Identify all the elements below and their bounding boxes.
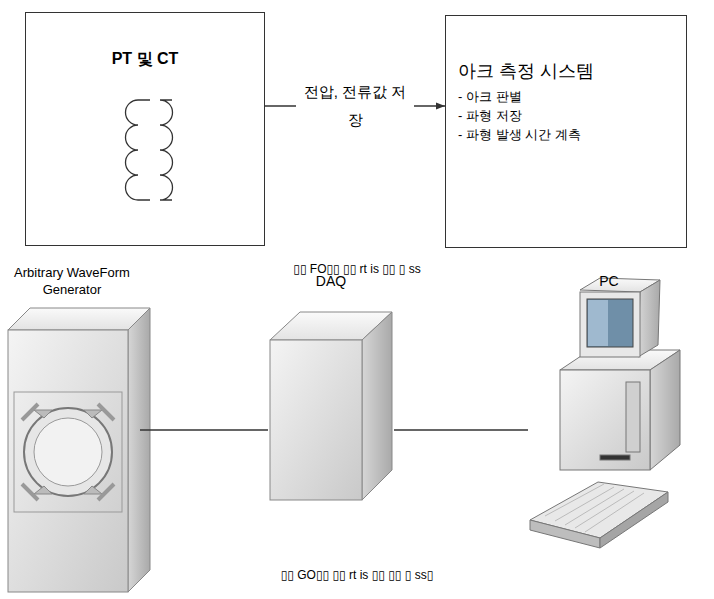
edge-label: 전압, 전류값 저장	[296, 78, 414, 135]
figure-caption: ▯▯ GO▯▯ ▯▯ rt is ▯▯ ▯▯ ▯ ss▯	[281, 568, 434, 582]
pc-node: PC	[528, 272, 690, 552]
pc-illustration	[530, 278, 680, 548]
node-title: 아크 측정 시스템	[446, 16, 686, 87]
device-box: PT 및 CT	[25, 12, 265, 246]
generator-node: Arbitrary WaveForm Generator	[4, 265, 140, 593]
node-title: Arbitrary WaveForm Generator	[4, 265, 140, 299]
connector	[394, 429, 528, 430]
system-box: 아크 측정 시스템- 아크 판별- 파형 저장- 파형 발생 시간 계측	[445, 15, 687, 248]
daq-box	[270, 312, 392, 500]
generator-box	[8, 308, 150, 592]
node-title: PC	[528, 272, 690, 290]
figure-caption: ▯▯ FO▯▯ ▯▯ rt is ▯▯ ▯ ss	[293, 262, 420, 276]
node-title: PT 및 CT	[26, 13, 264, 70]
transformer-coil	[126, 100, 173, 200]
daq-node: DAQ	[268, 272, 394, 502]
list-item: - 아크 판별	[446, 87, 686, 106]
list-item: - 파형 저장	[446, 106, 686, 125]
list-item: - 파형 발생 시간 계측	[446, 125, 686, 144]
connector	[140, 429, 268, 430]
